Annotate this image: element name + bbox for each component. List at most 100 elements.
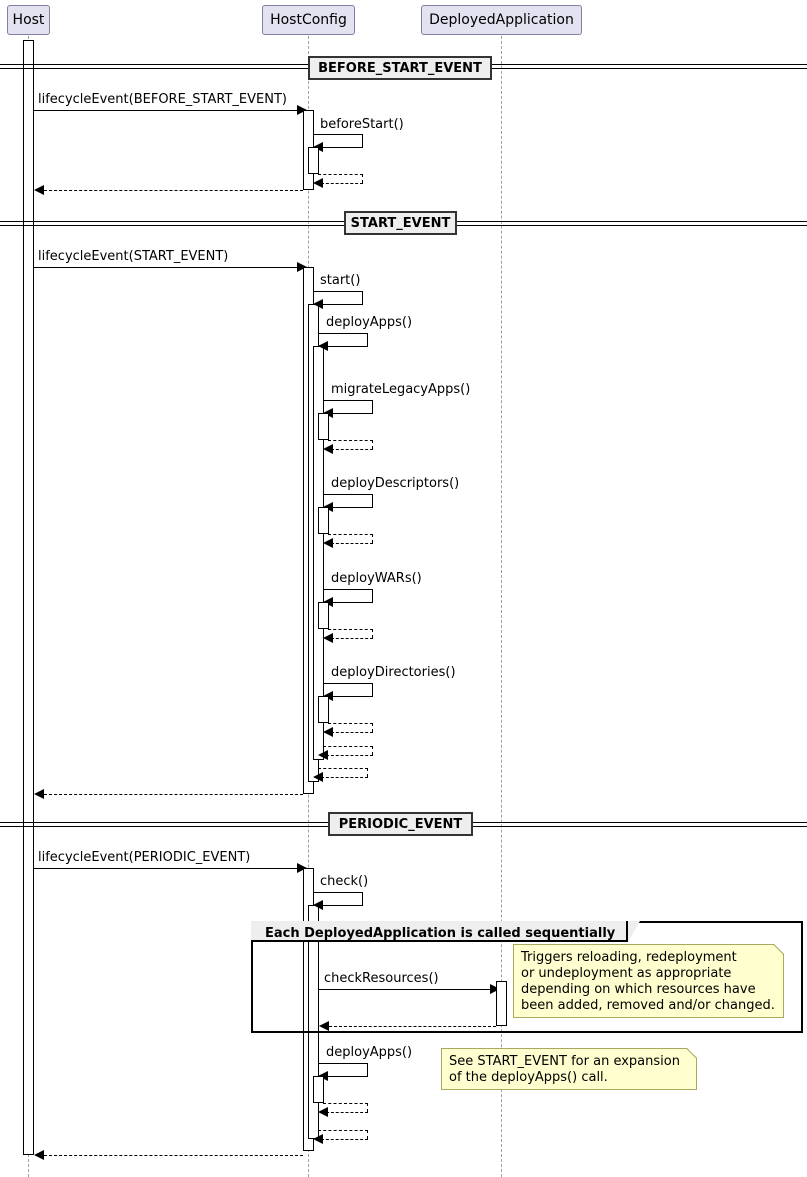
group-header-bar [251,921,628,942]
message-arrow-m22 [319,1021,329,1031]
message-line-m3-top [318,174,363,175]
message-arrow-m18 [34,789,44,799]
participant-hostconfig-label: HostConfig [270,12,347,28]
message-arrow-m4 [34,185,44,195]
message-line-m13-top [328,629,373,630]
message-line-m2-top [313,134,363,135]
message-line-m25-top [318,1130,368,1131]
message-line-m24-bottom [326,1112,368,1113]
message-vert-m20 [362,892,363,905]
message-line-m5 [34,267,303,268]
message-arrow-m17 [313,772,323,782]
participant-deployedapplication[interactable]: DeployedApplication [421,5,582,35]
message-vert-m16 [372,746,373,755]
message-vert-m12 [372,589,373,602]
message-arrow-m11 [323,538,333,548]
message-vert-m6 [362,291,363,304]
message-line-m24-top [323,1103,368,1104]
message-line-m14-top [323,683,373,684]
message-line-m22 [329,1026,496,1027]
message-vert-m24 [367,1103,368,1112]
activation-hostconfig-start-4d [318,696,329,723]
message-line-m15-top [328,723,373,724]
message-line-m12-bottom [331,602,373,603]
message-line-m9-bottom [331,449,373,450]
participant-host[interactable]: Host [7,5,50,35]
message-line-m14-bottom [331,696,373,697]
message-line-m11-bottom [331,543,373,544]
message-line-m13-bottom [331,638,373,639]
message-line-m10-bottom [331,507,373,508]
message-line-m21 [319,989,496,990]
message-arrow-m16 [318,750,328,760]
message-line-m26 [44,1155,303,1156]
message-vert-m14 [372,683,373,696]
message-line-m8-bottom [331,413,373,414]
message-line-m1 [34,110,303,111]
message-vert-m2 [362,134,363,147]
message-vert-m7 [367,333,368,346]
message-arrow-m6 [313,299,323,309]
message-line-m25-bottom [321,1139,368,1140]
lifeline-deployedapplication [501,36,502,1177]
activation-hostconfig-2 [308,147,319,174]
message-line-m20-top [313,892,363,893]
message-arrow-m24 [318,1107,328,1117]
message-line-m17-bottom [321,777,368,778]
participant-deployedapplication-label: DeployedApplication [429,12,574,28]
message-line-m23-top [318,1063,368,1064]
message-line-m12-top [323,589,373,590]
divider-before-start-label: BEFORE_START_EVENT [318,60,482,76]
divider-periodic: PERIODIC_EVENT [328,812,473,836]
activation-host [23,40,34,1155]
message-label-m19: lifecycleEvent(PERIODIC_EVENT) [38,850,251,865]
message-arrow-m9 [323,444,333,454]
message-label-m23: deployApps() [326,1045,413,1060]
activation-hostconfig-periodic-3 [313,1076,324,1103]
message-line-m9-top [328,440,373,441]
message-line-m3-bottom [321,183,363,184]
message-arrow-m3 [313,178,323,188]
message-line-m4 [44,190,303,191]
message-line-m2-bottom [321,147,363,148]
note-checkresources: Triggers reloading, redeployment or unde… [513,944,784,1018]
activation-hostconfig-start-4b [318,507,329,534]
message-vert-m3 [362,174,363,183]
message-arrow-m1 [297,105,307,115]
message-arrow-m15 [323,727,333,737]
message-line-m6-top [313,291,363,292]
message-line-m7-bottom [326,346,368,347]
message-line-m10-top [323,494,373,495]
message-label-m5: lifecycleEvent(START_EVENT) [38,249,229,264]
message-label-m14: deployDirectories() [331,665,456,680]
message-line-m16-bottom [326,755,373,756]
message-label-m1: lifecycleEvent(BEFORE_START_EVENT) [38,92,287,107]
divider-start-label: START_EVENT [350,215,451,231]
divider-periodic-label: PERIODIC_EVENT [338,816,463,832]
message-label-m10: deployDescriptors() [331,476,460,491]
participant-hostconfig[interactable]: HostConfig [262,5,355,35]
message-line-m17-top [318,768,368,769]
message-line-m16-top [323,746,373,747]
message-line-m15-bottom [331,732,373,733]
message-arrow-m25 [313,1134,323,1144]
message-vert-m8 [372,400,373,413]
group-header-clip [628,921,640,942]
message-vert-m10 [372,494,373,507]
participant-host-label: Host [12,12,45,28]
note-deployapps-fold [687,1048,697,1058]
message-vert-m23 [367,1063,368,1076]
message-vert-m13 [372,629,373,638]
message-label-m6: start() [320,273,361,288]
message-vert-m15 [372,723,373,732]
message-label-m12: deployWARs() [331,571,422,586]
message-arrow-m26 [34,1150,44,1160]
message-arrow-m21 [490,984,500,994]
message-arrow-m7 [318,341,328,351]
message-arrow-m13 [323,633,333,643]
activation-hostconfig-start-4c [318,602,329,629]
message-label-m2: beforeStart() [320,117,404,132]
message-arrow-m19 [297,863,307,873]
note-deployapps: See START_EVENT for an expansion of the … [441,1048,697,1090]
